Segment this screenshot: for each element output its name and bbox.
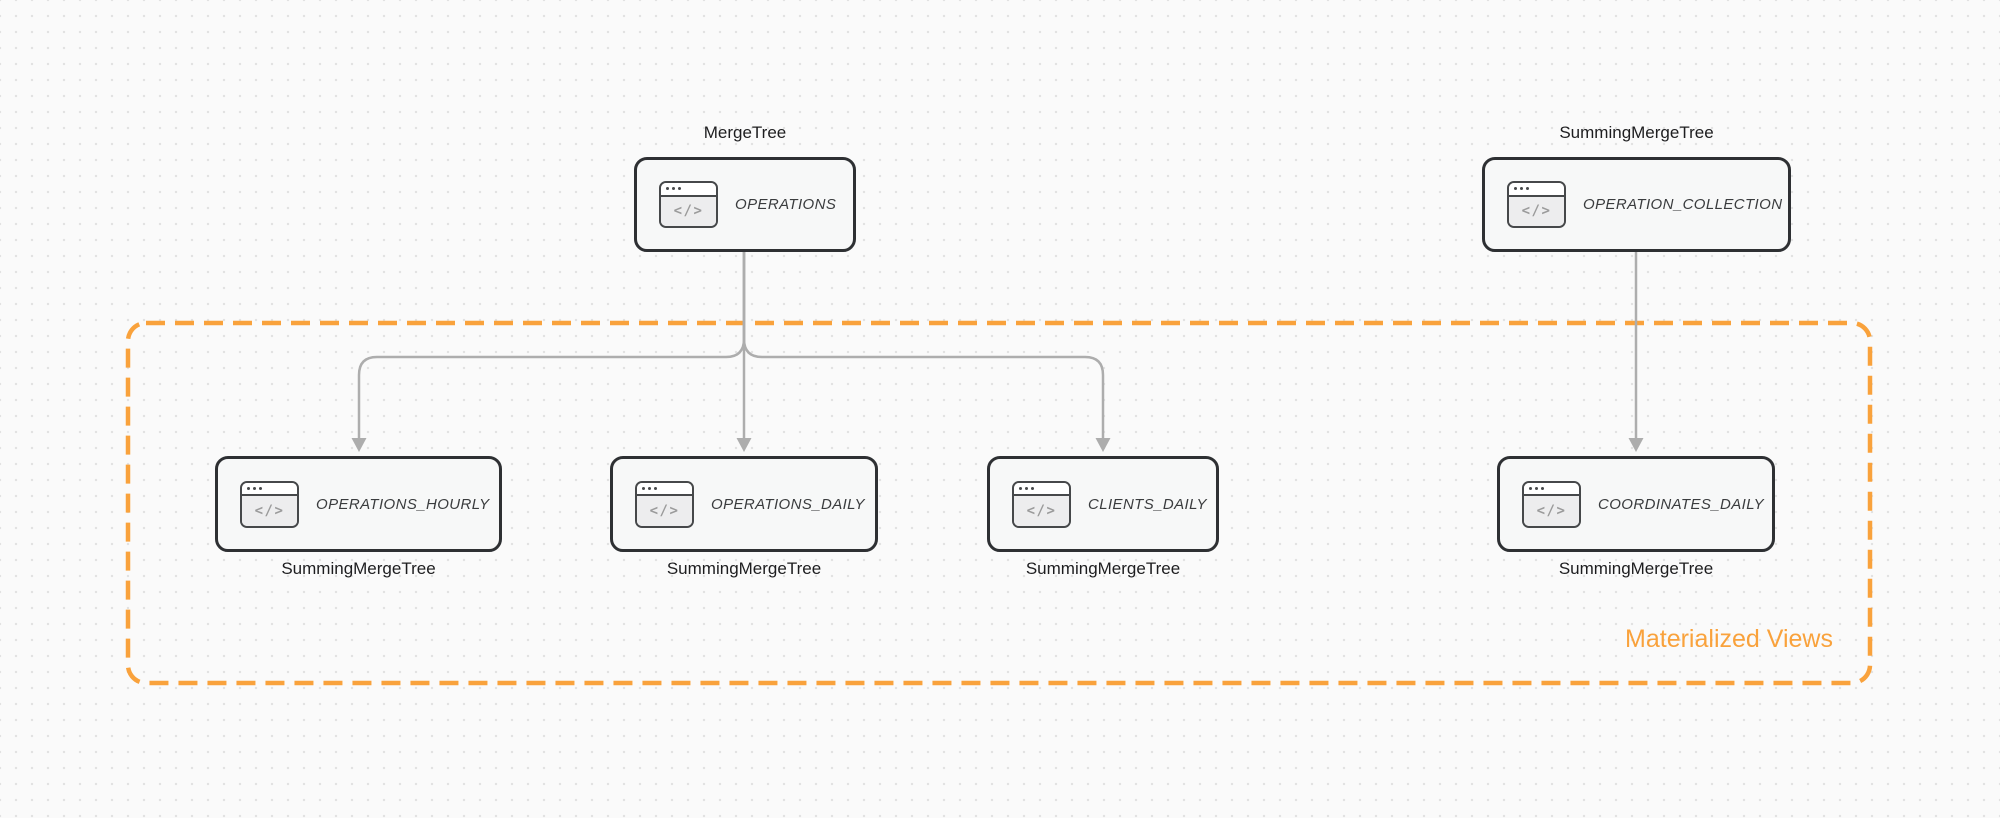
code-glyph: </> xyxy=(1014,496,1069,526)
materialized-views-group-outline xyxy=(125,320,1873,686)
code-window-icon: </> xyxy=(1012,480,1071,528)
code-glyph: </> xyxy=(637,496,692,526)
window-dots xyxy=(242,482,297,496)
arrowhead-operations-hourly xyxy=(351,438,367,452)
code-window-icon: </> xyxy=(1507,181,1566,228)
arrowhead-clients-daily xyxy=(1095,438,1111,452)
code-glyph: </> xyxy=(1509,196,1564,226)
node-operations-daily[interactable]: </> OPERATIONS_DAILY xyxy=(610,456,878,552)
code-window-icon: </> xyxy=(635,480,694,528)
window-dots xyxy=(1524,482,1579,496)
node-operations-hourly[interactable]: </> OPERATIONS_HOURLY xyxy=(215,456,502,552)
node-table-name: OPERATIONS_DAILY xyxy=(711,495,865,513)
engine-label-summingmergetree-clients: SummingMergeTree xyxy=(1025,559,1181,578)
window-dots xyxy=(661,183,716,197)
engine-label-summingmergetree-daily: SummingMergeTree xyxy=(666,559,822,578)
code-window-icon: </> xyxy=(240,480,299,528)
node-operations[interactable]: </> OPERATIONS xyxy=(634,157,856,252)
engine-label-summingmergetree-coordinates: SummingMergeTree xyxy=(1558,559,1714,578)
arrowhead-operations-daily xyxy=(736,438,752,452)
engine-label-mergetree: MergeTree xyxy=(703,123,787,142)
window-dots xyxy=(1509,183,1564,197)
arrowhead-coordinates-daily xyxy=(1628,438,1644,452)
code-glyph: </> xyxy=(1524,496,1579,526)
edge-operations-to-clients-daily xyxy=(742,252,1105,441)
engine-label-summingmergetree-hourly: SummingMergeTree xyxy=(281,559,436,578)
node-coordinates-daily[interactable]: </> COORDINATES_DAILY xyxy=(1497,456,1775,552)
node-table-name: OPERATIONS xyxy=(735,196,837,213)
code-glyph: </> xyxy=(661,196,716,226)
edge-operations-to-operations-hourly xyxy=(357,252,746,441)
materialized-views-label: Materialized Views xyxy=(1625,625,1833,653)
node-table-name: OPERATIONS_HOURLY xyxy=(316,495,490,513)
code-window-icon: </> xyxy=(659,181,718,228)
engine-label-summingmergetree-top: SummingMergeTree xyxy=(1559,123,1714,142)
node-clients-daily[interactable]: </> CLIENTS_DAILY xyxy=(987,456,1219,552)
code-window-icon: </> xyxy=(1522,480,1581,528)
node-table-name: CLIENTS_DAILY xyxy=(1088,495,1207,513)
node-table-name: COORDINATES_DAILY xyxy=(1598,495,1765,513)
node-operation-collection[interactable]: </> OPERATION_COLLECTION xyxy=(1482,157,1791,252)
code-glyph: </> xyxy=(242,496,297,526)
window-dots xyxy=(1014,482,1069,496)
window-dots xyxy=(637,482,692,496)
node-table-name: OPERATION_COLLECTION xyxy=(1583,196,1783,213)
